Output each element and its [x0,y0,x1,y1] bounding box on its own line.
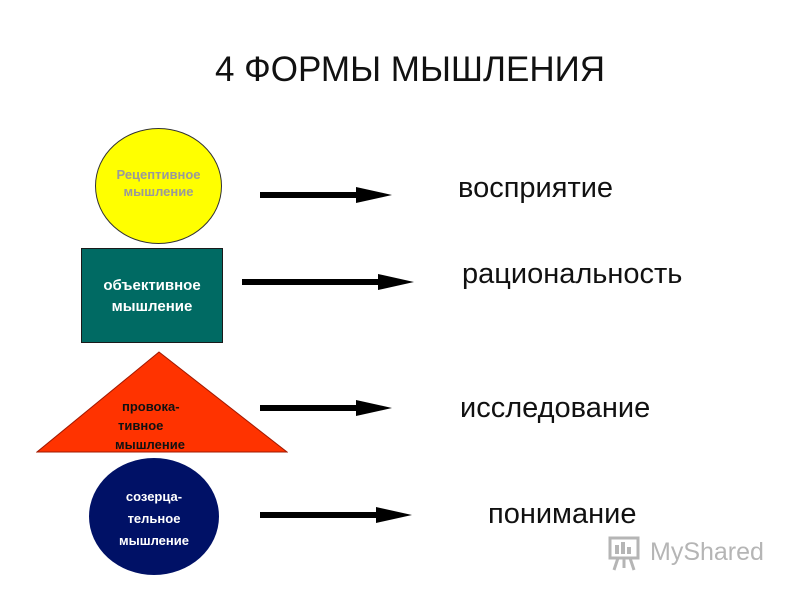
arrow-right-icon [242,274,414,290]
provocative-thinking-line-1: провока- [122,399,180,414]
arrow-right-icon [260,187,392,203]
provocative-thinking-label: провока- тивное мышление [96,397,246,454]
result-understanding: понимание [488,498,637,530]
result-research: исследование [460,392,651,424]
arrow-right-icon [260,507,412,523]
provocative-thinking-triangle: провока- тивное мышление [36,351,288,453]
contemplative-thinking-line-2: тельное [127,510,181,526]
result-perception: восприятие [458,172,614,204]
triangle-shape [36,351,288,453]
receptive-thinking-line-1: Рецептивное [116,167,201,182]
presentation-board-icon [608,536,640,571]
contemplative-thinking-line-1: созерца- [125,488,183,504]
provocative-thinking-line-3: мышление [115,437,185,452]
arrow-right-icon [260,400,392,416]
receptive-thinking-ellipse: Рецептивное мышление [95,128,222,244]
objective-thinking-line-1: объективное [103,276,201,294]
diagram-title: 4 ФОРМЫ МЫШЛЕНИЯ [214,50,606,89]
provocative-thinking-line-2: тивное [118,418,164,433]
result-rationality: рациональность [462,258,683,290]
objective-thinking-line-2: мышление [111,297,193,315]
receptive-thinking-line-2: мышление [123,184,194,199]
watermark-logo: MyShared [606,534,776,574]
contemplative-thinking-line-3: мышление [119,532,189,548]
contemplative-thinking-ellipse: созерца- тельное мышление [89,458,219,575]
objective-thinking-rectangle: объективное мышление [81,248,223,343]
watermark-text: MyShared [650,538,764,566]
